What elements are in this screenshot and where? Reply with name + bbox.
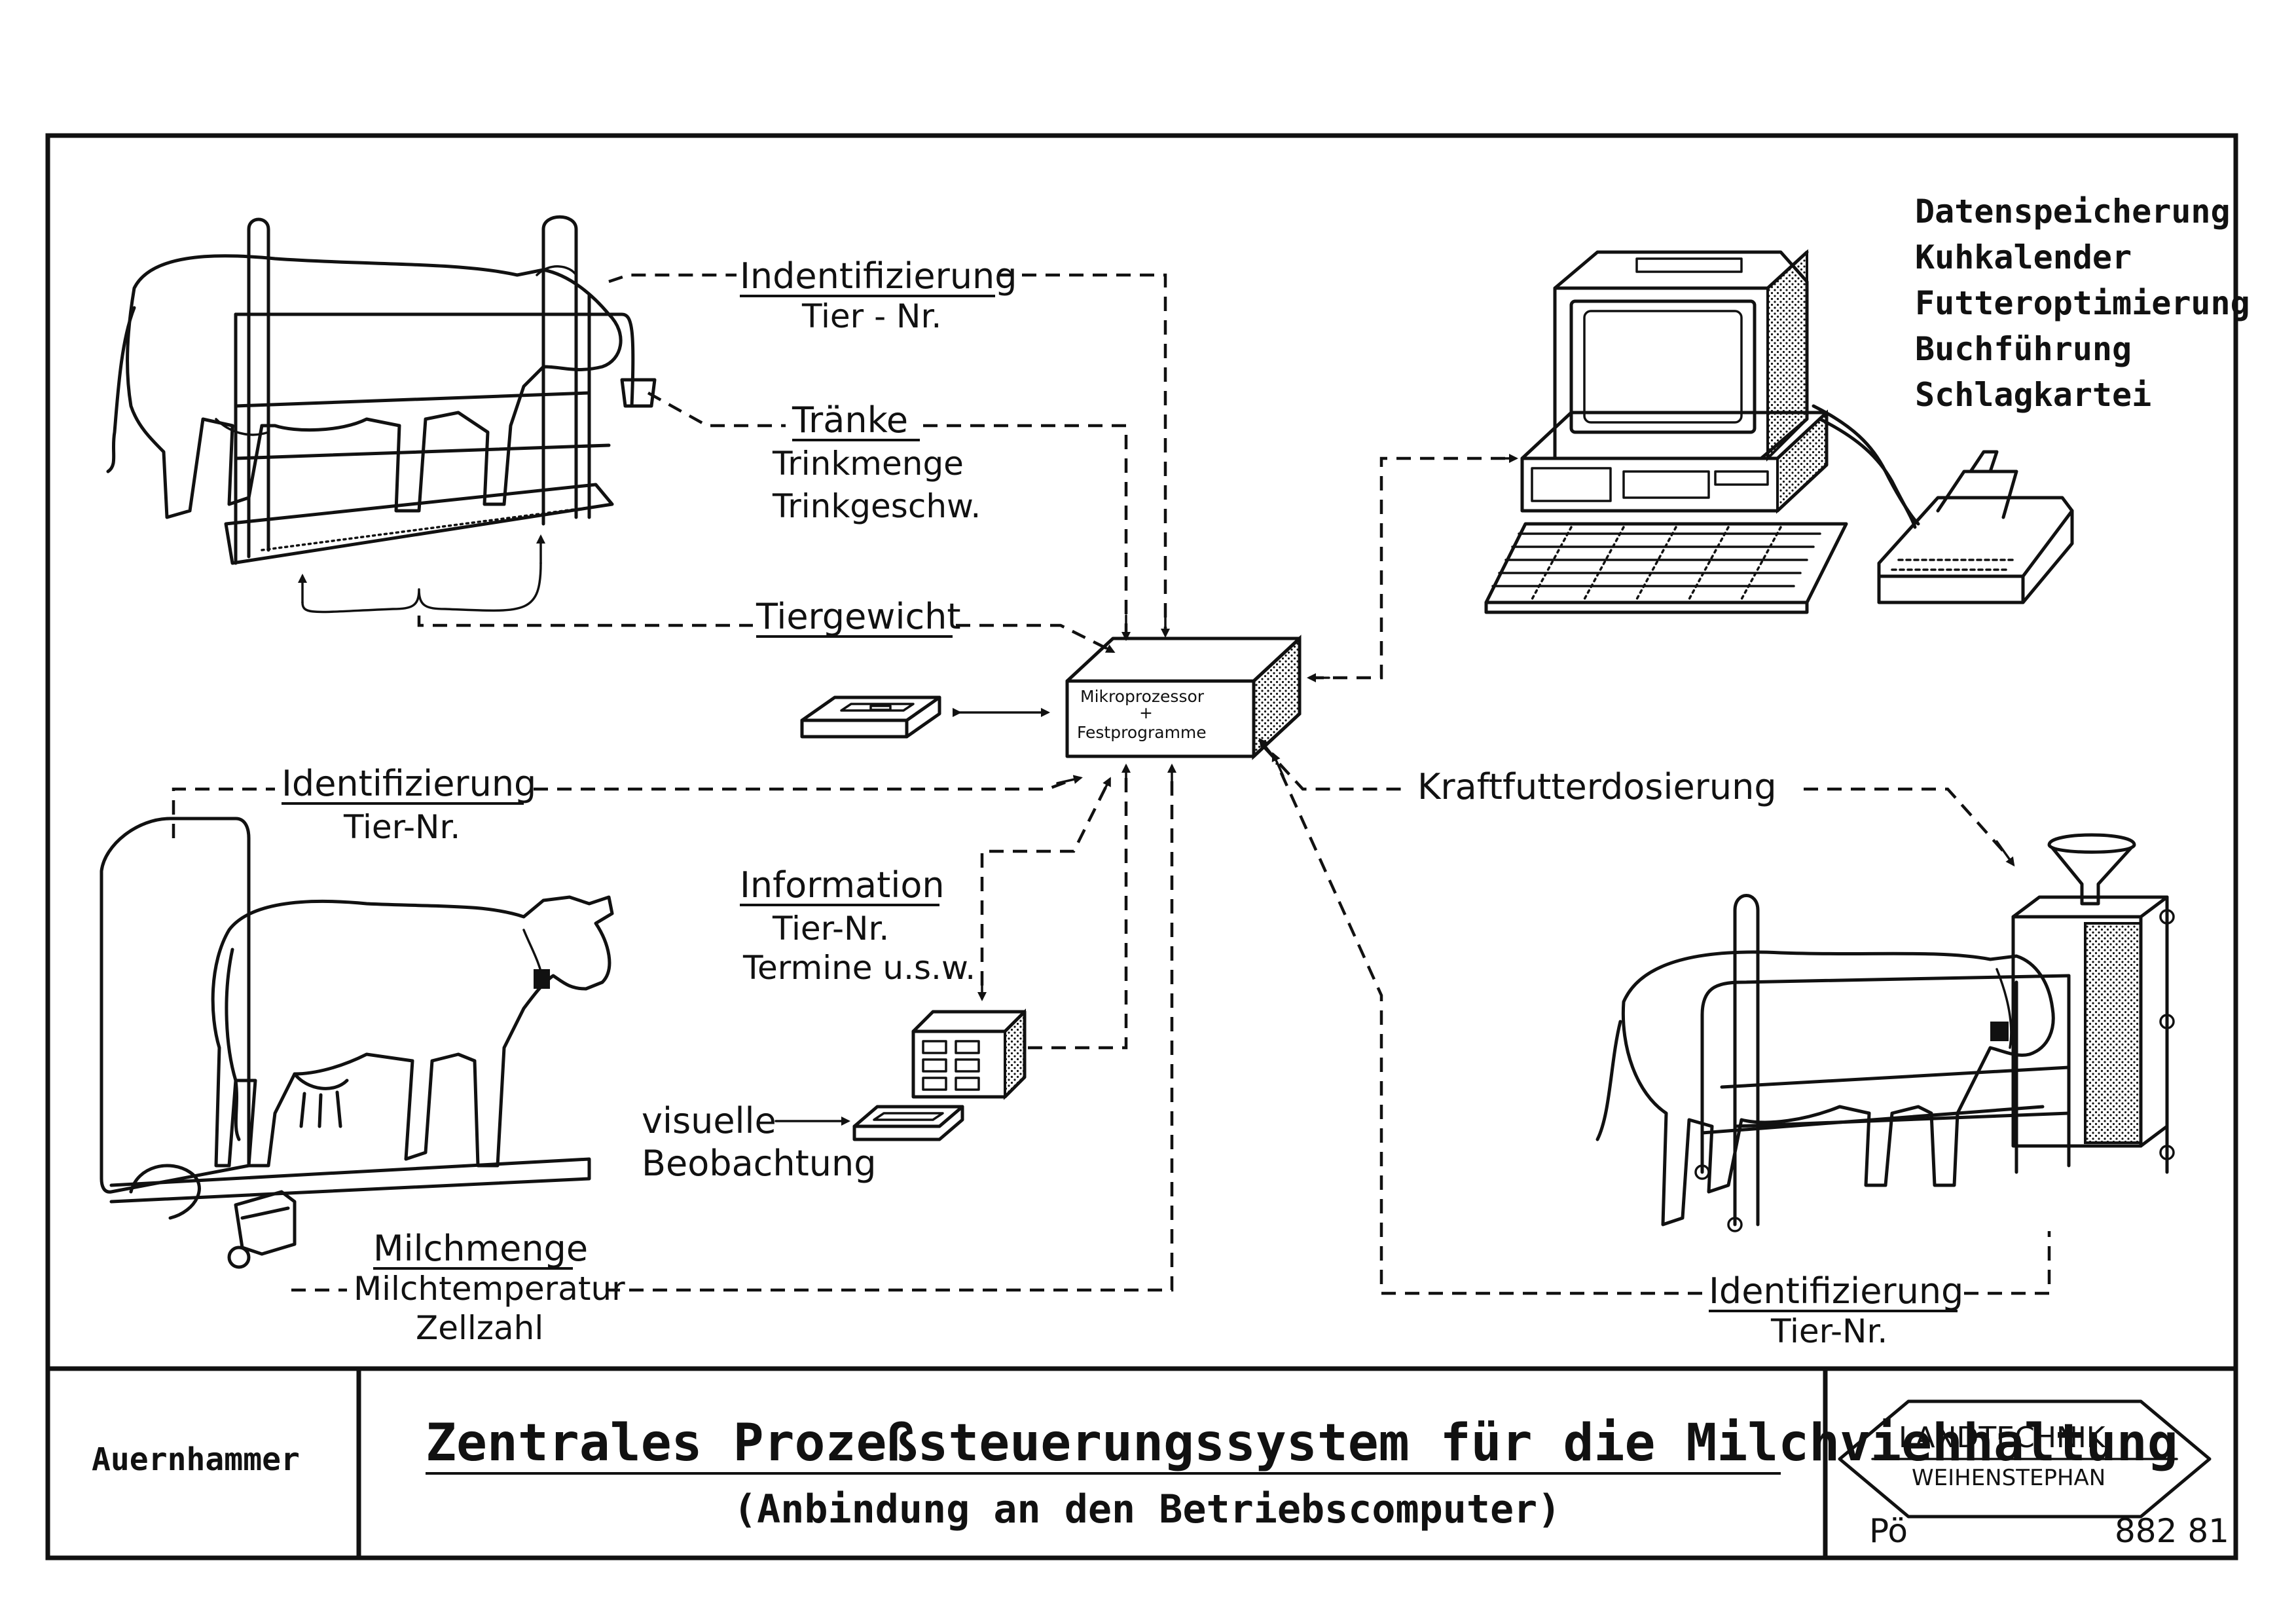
label-tiergewicht: Tiergewicht <box>756 596 961 637</box>
label-visuelle-1: visuelle <box>642 1100 776 1141</box>
function-item: Datenspeicherung <box>1915 193 2231 231</box>
label-traenke-sub1: Trinkmenge <box>772 445 964 483</box>
feeding-station-illustration <box>1595 833 2175 1232</box>
label-ident-left: Identifizierung <box>282 763 536 804</box>
line-kraftfutter <box>1262 745 1404 791</box>
function-item: Buchführung <box>1915 330 2132 368</box>
function-item: Kuhkalender <box>1915 238 2132 276</box>
small-display-device <box>852 1105 964 1141</box>
line-ident-top <box>608 273 737 284</box>
footer-title: Zentrales Prozeßsteuerungssystem für die… <box>426 1414 2178 1473</box>
label-ident-right: Identifizierung <box>1709 1270 1963 1312</box>
logo-line1: LANDTECHNIK <box>1899 1421 2106 1454</box>
label-ident-top: Indentifizierung <box>740 255 1017 297</box>
label-kraftfutter: Kraftfutterdosierung <box>1417 766 1777 807</box>
line-information <box>980 784 1108 986</box>
label-milch-sub2: Zellzahl <box>416 1309 543 1347</box>
label-traenke-sub2: Trinkgeschw. <box>772 487 981 525</box>
label-ident-left-sub: Tier-Nr. <box>343 808 460 846</box>
label-traenke: Tränke <box>792 399 908 441</box>
footer-initials: Pö <box>1869 1512 1908 1550</box>
landtechnik-logo: LANDTECHNIK WEIHENSTEPHAN <box>1838 1399 2212 1519</box>
computer-illustration <box>1484 249 2074 614</box>
logo-line2: WEIHENSTEPHAN <box>1912 1465 2105 1491</box>
keypad-device <box>800 695 941 739</box>
display-terminal <box>911 1008 1027 1100</box>
milking-cow-illustration <box>100 817 614 1269</box>
microprocessor-box <box>1065 635 1302 760</box>
mikro-label-1: Mikroprozessor <box>1080 687 1205 706</box>
line-tiergewicht <box>417 616 753 627</box>
function-item: Futteroptimierung <box>1915 284 2250 322</box>
line-terminal-to-box <box>1028 776 1128 1050</box>
line-box-computer <box>1309 456 1506 680</box>
footer-author: Auernhammer <box>92 1441 300 1478</box>
line-ident-left <box>172 787 275 838</box>
label-milch-sub1: Milchtemperatur <box>354 1270 625 1308</box>
stall-cow-drinking-illustration <box>106 215 657 614</box>
line-ident-right <box>1964 1231 2051 1295</box>
footer-number: 882 81 <box>2115 1512 2229 1550</box>
label-milchmenge: Milchmenge <box>373 1228 588 1269</box>
outer-frame <box>45 133 2238 1560</box>
computer-function-list: Datenspeicherung Kuhkalender Futteroptim… <box>1915 193 2250 414</box>
mikro-label-2: Festprogramme <box>1077 723 1207 742</box>
label-information: Information <box>740 864 945 906</box>
label-ident-right-sub: Tier-Nr. <box>1770 1312 1887 1350</box>
label-visuelle-2: Beobachtung <box>642 1143 877 1184</box>
mikro-label-plus: + <box>1139 703 1153 722</box>
label-ident-top-sub: Tier - Nr. <box>801 297 941 335</box>
label-info-sub1: Tier-Nr. <box>772 910 889 948</box>
function-item: Schlagkartei <box>1915 376 2151 414</box>
line-traenke <box>647 392 786 428</box>
label-info-sub2: Termine u.s.w. <box>742 949 975 987</box>
footer-subtitle: (Anbindung an den Betriebscomputer) <box>733 1486 1561 1532</box>
